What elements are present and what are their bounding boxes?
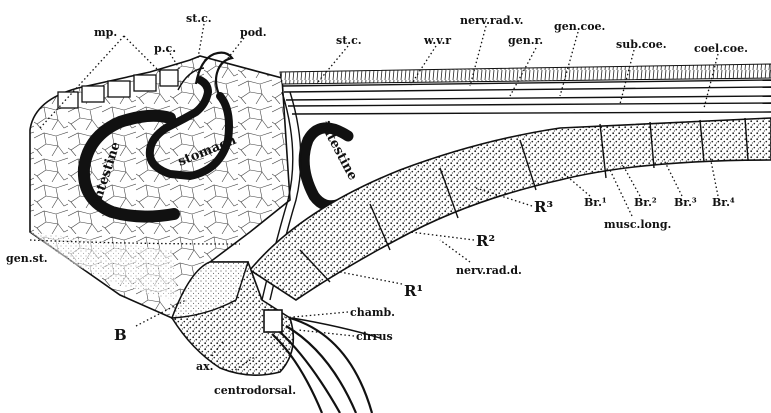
label-musc-long: musc.long. xyxy=(604,218,671,231)
label-pc: p.c. xyxy=(154,42,176,55)
label-sub-coe: sub.coe. xyxy=(616,38,667,51)
label-br1: Br.¹ xyxy=(584,196,607,209)
label-r2: R² xyxy=(476,232,495,250)
label-br4: Br.⁴ xyxy=(712,196,735,209)
arm-canals xyxy=(282,80,771,114)
label-ax: ax. xyxy=(196,360,214,373)
label-r3: R³ xyxy=(534,198,553,216)
label-nerv-rad-d: nerv.rad.d. xyxy=(456,264,522,277)
label-r1: R¹ xyxy=(404,282,423,300)
chambered-organ xyxy=(264,310,282,332)
label-stc-top: st.c. xyxy=(186,12,212,25)
label-gen-coe: gen.coe. xyxy=(554,20,605,33)
label-nerv-rad-v: nerv.rad.v. xyxy=(460,14,523,27)
label-pod: pod. xyxy=(240,26,267,39)
label-chamb: chamb. xyxy=(350,306,395,319)
label-gen-st: gen.st. xyxy=(6,252,48,265)
label-stc-mid: st.c. xyxy=(336,34,362,47)
label-coel-coe: coel.coe. xyxy=(694,42,748,55)
label-mp: mp. xyxy=(94,26,117,39)
label-br3: Br.³ xyxy=(674,196,697,209)
label-gen-r: gen.r. xyxy=(508,34,543,47)
label-br2: Br.² xyxy=(634,196,657,209)
label-cirrus: cirrus xyxy=(356,330,393,343)
label-wvr: w.v.r xyxy=(423,34,451,47)
label-b: B xyxy=(114,326,127,344)
label-centrodorsal: centrodorsal. xyxy=(214,384,296,397)
